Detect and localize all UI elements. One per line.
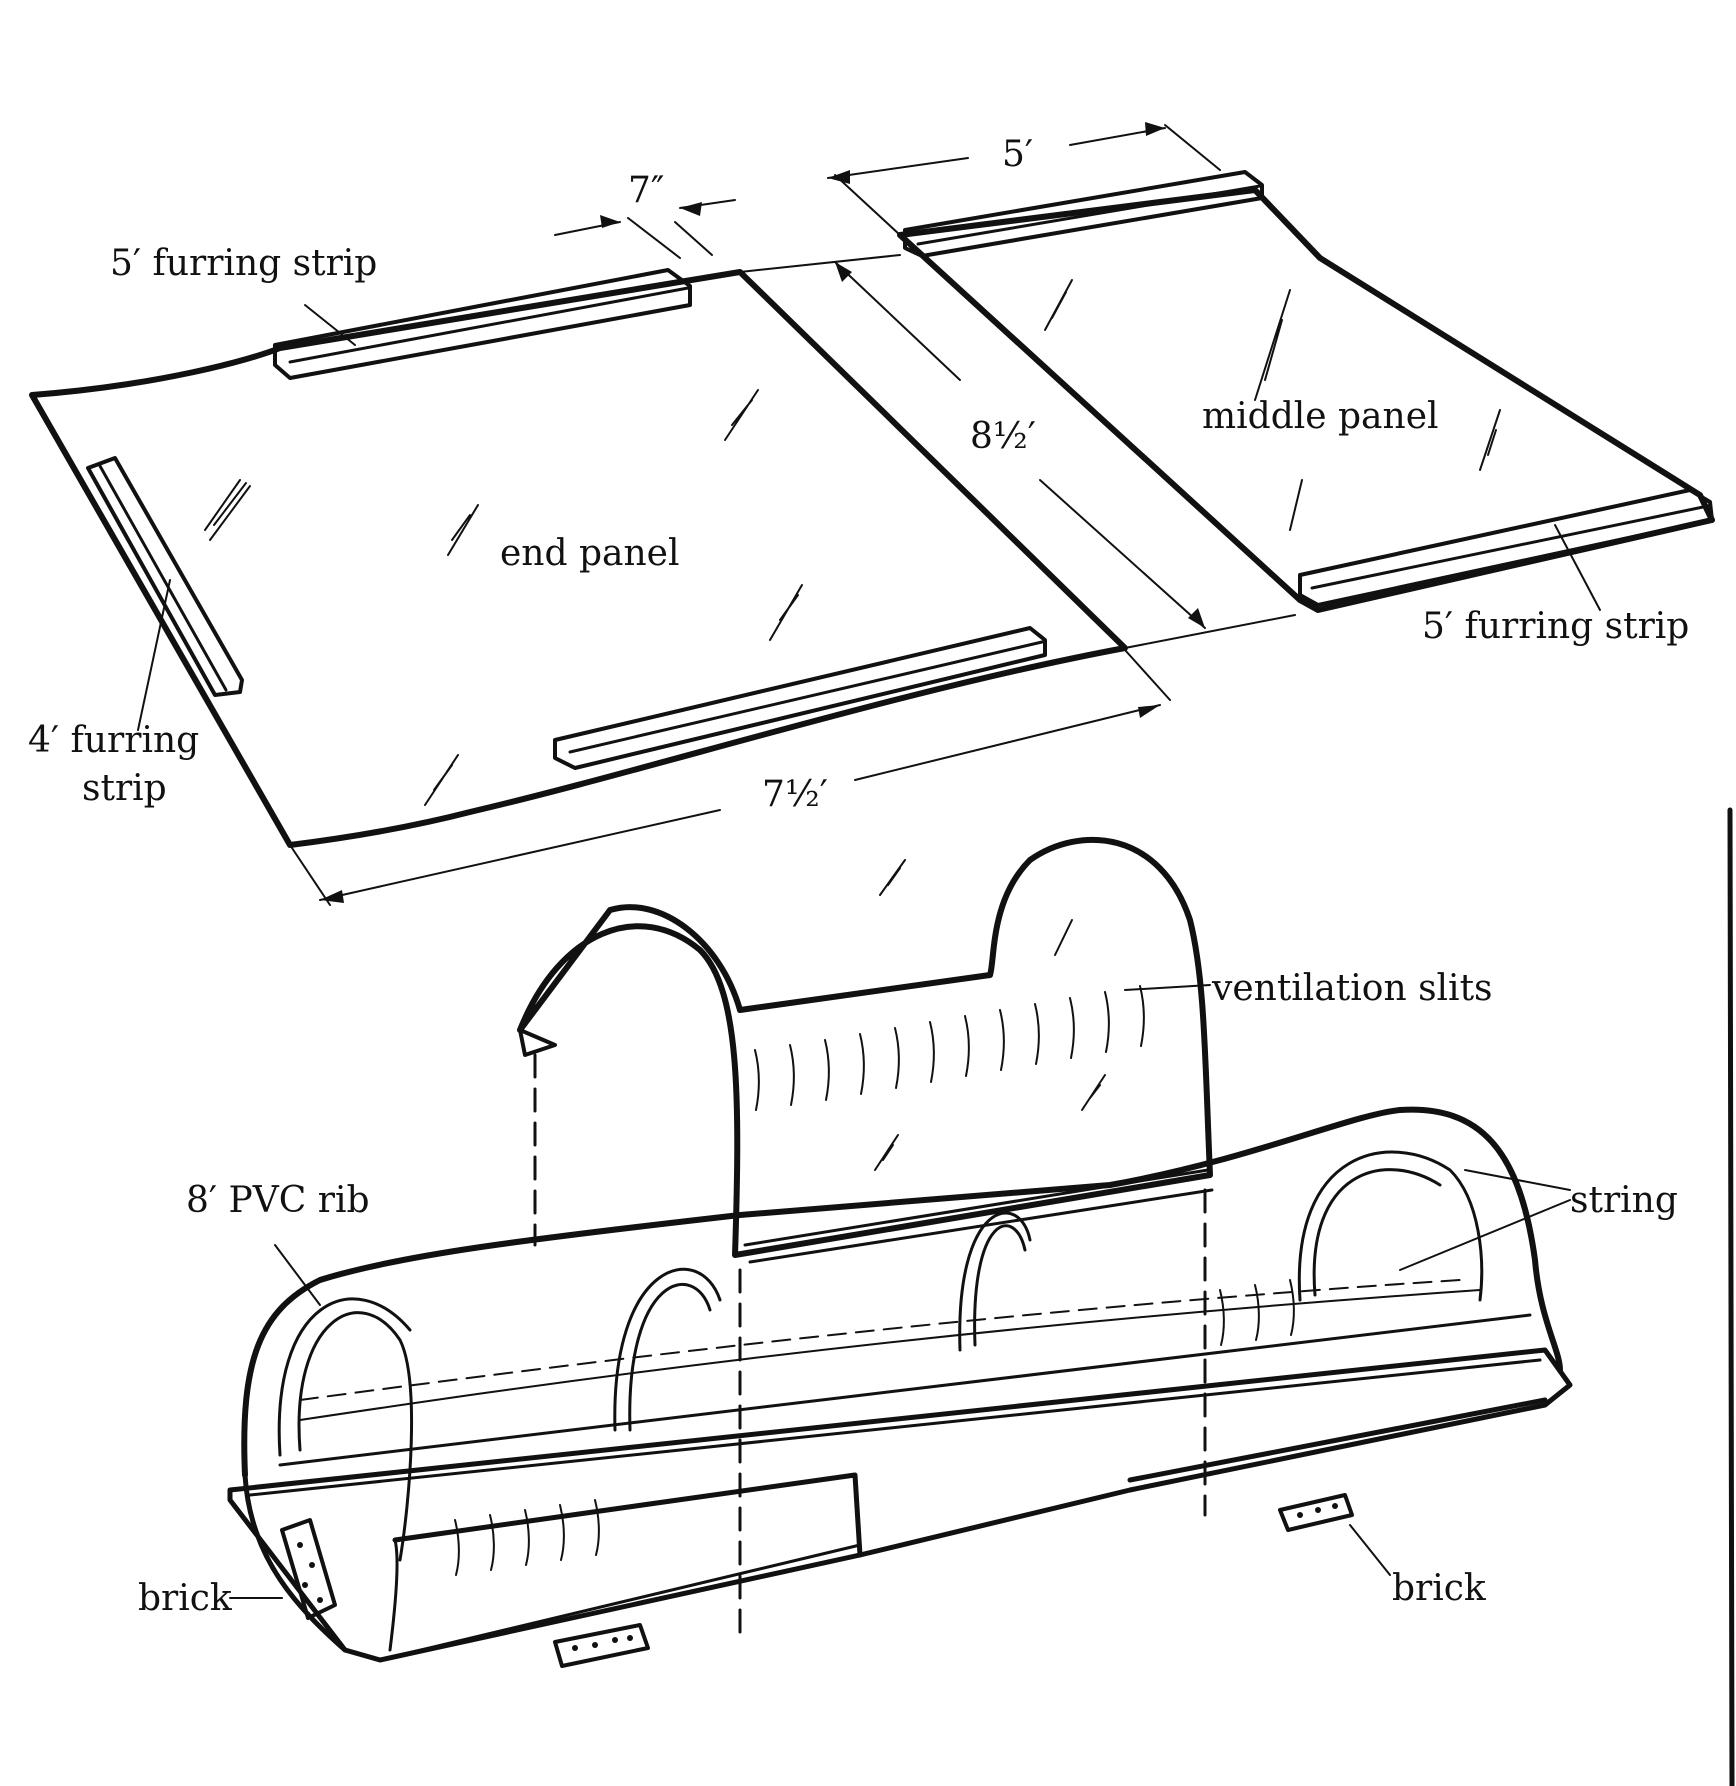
brick-right-label: brick [1392, 1568, 1487, 1609]
dimension-arrowheads [320, 122, 1205, 903]
glare-marks [204, 389, 803, 806]
middle-panel-draped [454, 836, 1295, 1576]
leader-lines [137, 304, 1601, 1599]
ventilation-slits-label: ventilation slits [1211, 968, 1493, 1009]
tunnel-greenhouse [227, 1106, 1573, 1663]
pvc-ribs [277, 1150, 1484, 1562]
furring-strip-top [273, 268, 692, 380]
dim-5ft-label: 5′ [1002, 134, 1033, 175]
dim-7in-label: 7″ [628, 170, 664, 211]
brick-left-label: brick [138, 1578, 233, 1619]
furring-strip-left [86, 456, 244, 697]
middle-furring-strip-top [903, 170, 1264, 258]
string-label: string [1570, 1180, 1678, 1221]
end-panel-label: end panel [500, 533, 680, 574]
guide-lines [533, 1053, 1207, 1642]
brick-center-drawing [553, 1623, 650, 1668]
glare-marks-drape [874, 859, 1106, 1171]
middle-furring-strip-bottom [1298, 488, 1714, 607]
furring-4ft-label-line2: strip [82, 768, 167, 809]
end-panel [29, 269, 1128, 848]
glare-marks-middle [1044, 279, 1501, 531]
middle-panel-label: middle panel [1202, 396, 1439, 437]
furring-top-label: 5′ furring strip [110, 243, 377, 284]
brick-left-drawing [280, 1518, 337, 1620]
dimension-lines [289, 124, 1296, 906]
pvc-rib-label: 8′ PVC rib [186, 1180, 370, 1221]
dim-8half-label: 8½′ [970, 416, 1036, 457]
furring-right-label: 5′ furring strip [1422, 606, 1689, 647]
dim-7half-label: 7½′ [762, 774, 828, 815]
furring-strip-bottom [553, 626, 1047, 770]
brick-right-drawing [1278, 1493, 1354, 1532]
margin-rule [1727, 807, 1735, 1786]
furring-4ft-label-line1: 4′ furring [28, 720, 199, 761]
ventilation-slits [454, 985, 1295, 1576]
